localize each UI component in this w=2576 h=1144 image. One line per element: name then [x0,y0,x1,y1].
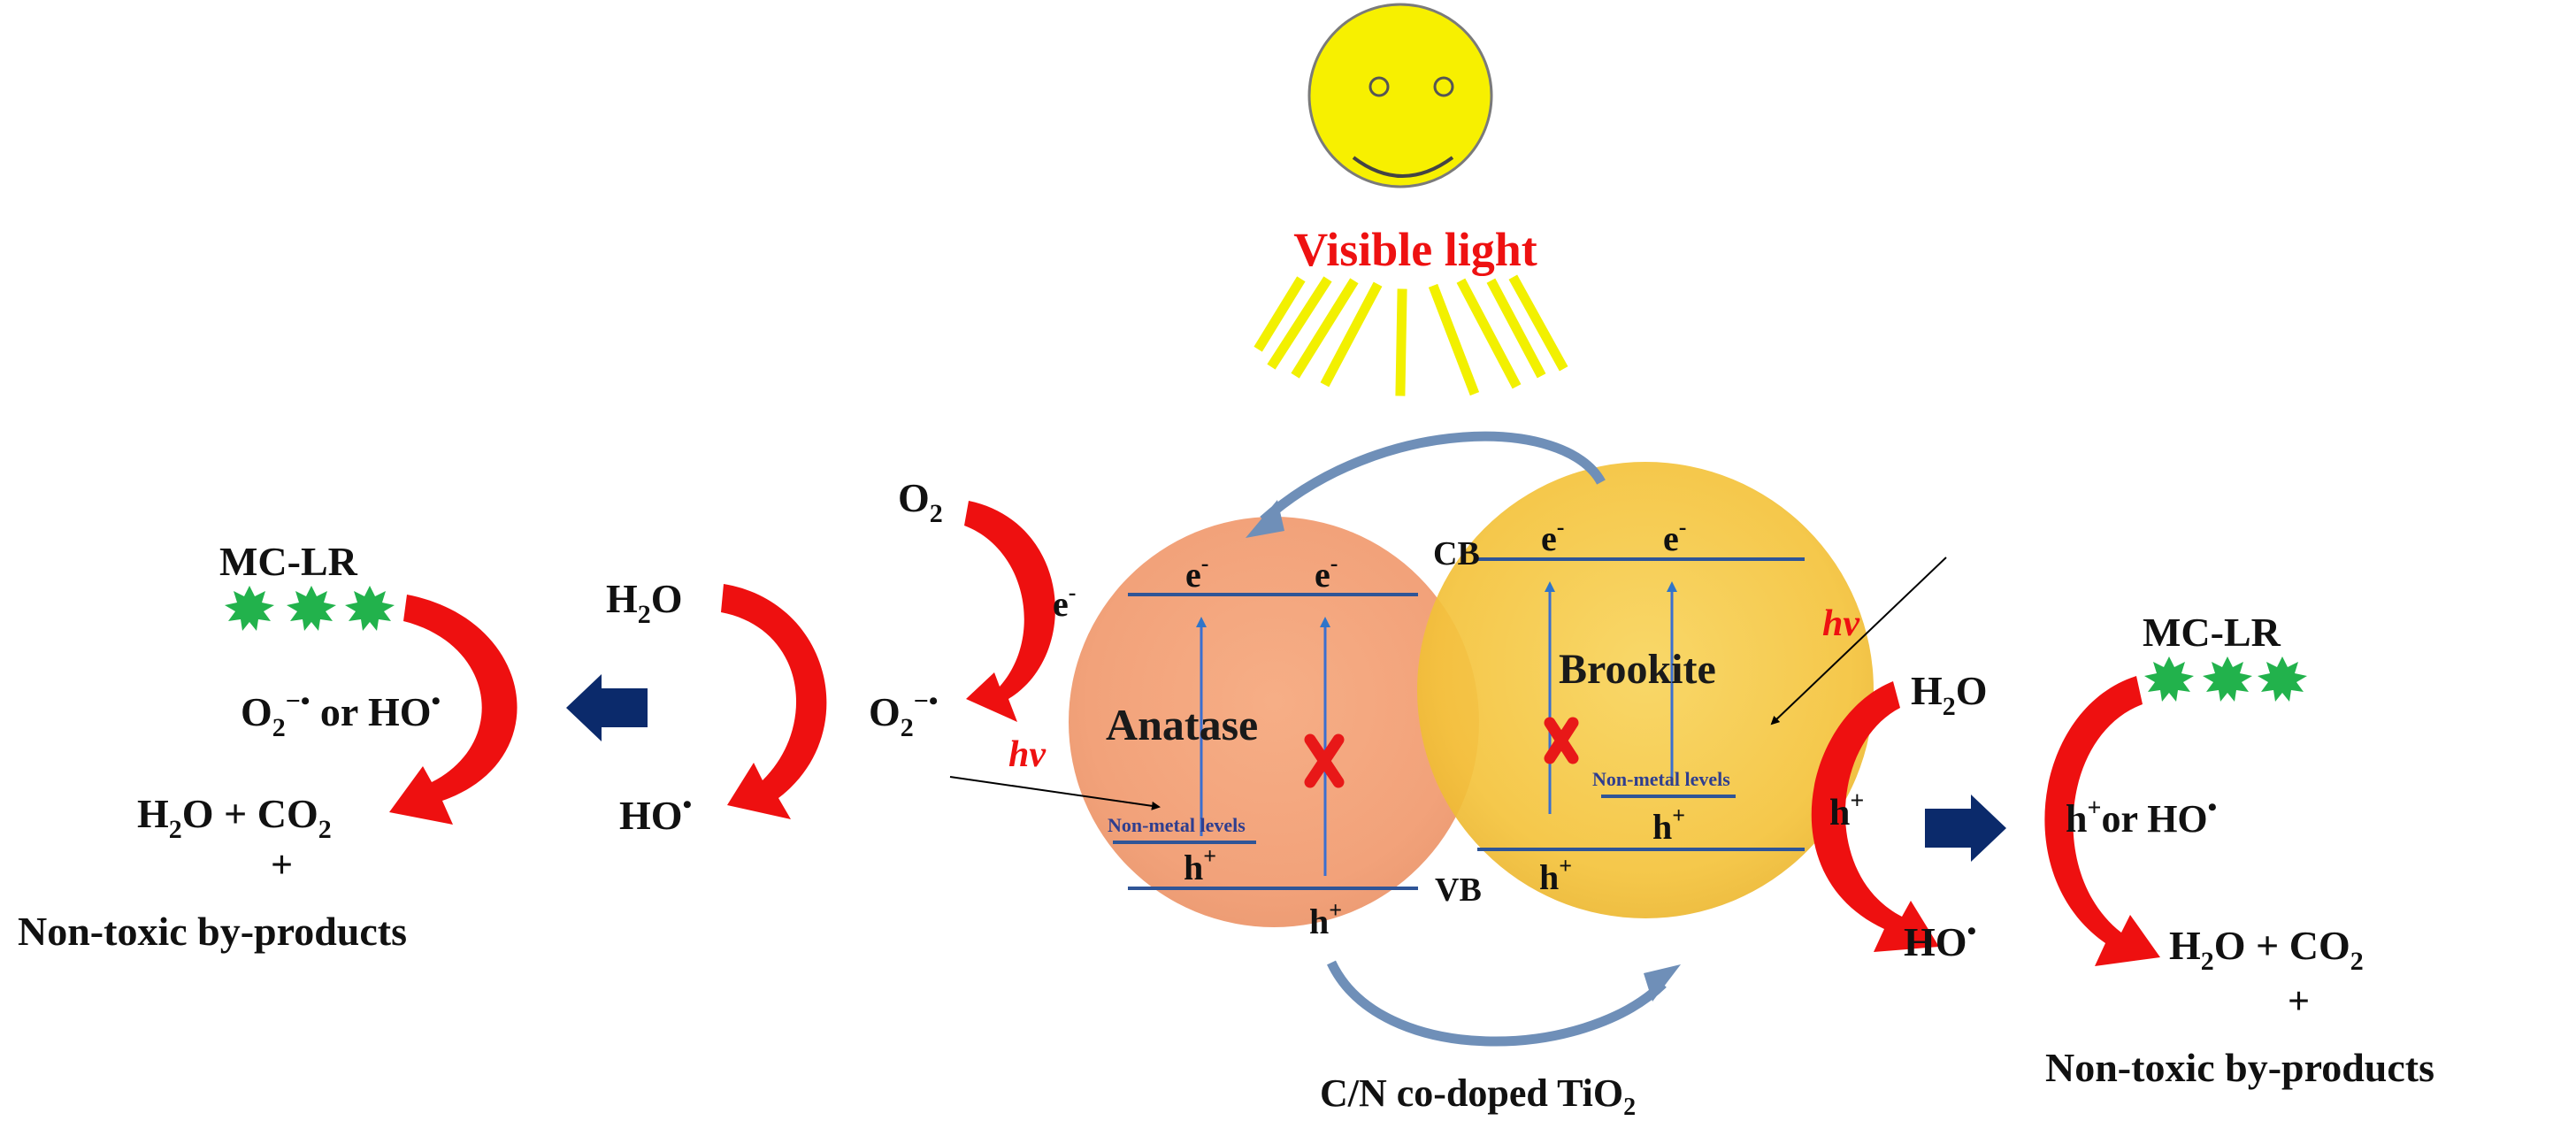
mclr-molecules-left [225,586,395,631]
cb-label: CB [1433,535,1480,572]
anatase-particle [1069,517,1479,927]
svg-text:h+: h+ [1652,802,1685,847]
o2-reduction-arrow [964,501,1055,722]
svg-text:h+: h+ [1184,843,1216,887]
electron-donor-label: e- [1053,580,1076,624]
navy-arrow-right [1925,795,2006,862]
hv-label-right: hν [1822,603,1860,644]
brookite-label: Brookite [1559,646,1716,693]
svg-text:e-: e- [1185,550,1208,595]
o2-label: O2 [898,475,943,528]
superoxide-label: O2−• [869,687,938,742]
oxidants-right-label: h+or HO• [2066,793,2217,841]
svg-text:e-: e- [1315,550,1338,595]
anatase-label: Anatase [1106,700,1258,749]
products-right-label: H2O + CO2 [2169,923,2364,976]
recombination-blocked-icon [1304,717,1579,788]
h2o-oxidation-arrow-left [721,584,827,819]
mclr-molecules-right [2144,656,2307,702]
svg-text:e-: e- [1541,514,1564,558]
hv-label-left: hν [1008,734,1046,775]
byproducts-left-label: Non-toxic by-products [18,909,407,954]
h2o-left-label: H2O [606,576,683,629]
ho-right-label: HO• [1904,917,1976,964]
hole-transfer-arrow [1327,960,1667,1047]
svg-text:h+: h+ [1309,897,1342,941]
radicals-left-label: O2−• or HO• [241,687,441,742]
visible-light-label: Visible light [1293,223,1537,276]
mclr-left-label: MC-LR [219,539,358,584]
plus-left: + [271,843,293,887]
excitation-arrows [1196,581,1677,876]
light-rays [1254,274,1568,396]
ho-left-label: HO• [619,790,692,838]
mclr-degradation-arrow-right [2044,676,2160,966]
catalyst-name: C/N co-doped TiO2 [1320,1071,1636,1121]
nonmetal-levels-label-anatase: Non-metal levels [1108,814,1246,836]
sun-icon [1307,3,1493,188]
svg-text:e-: e- [1663,514,1686,558]
svg-text:h+: h+ [1539,853,1572,897]
vb-label: VB [1435,871,1482,909]
holes: h+ h+ h+ h+ [1184,802,1685,941]
incident-light-arrow-right [1770,557,1947,726]
products-left-label: H2O + CO2 [137,791,332,844]
mclr-degradation-arrow-left [389,595,518,825]
electron-transfer-arrow [1260,431,1606,525]
hplus-right-label: h+ [1829,787,1864,833]
band-lines [1113,557,1805,890]
h2o-right-label: H2O [1911,668,1988,721]
byproducts-right-label: Non-toxic by-products [2045,1045,2434,1090]
plus-right: + [2288,979,2310,1023]
navy-arrow-left [566,674,648,741]
incident-light-arrow-left [949,776,1161,810]
h2o-oxidation-arrow-right [1811,681,1939,952]
mclr-right-label: MC-LR [2143,610,2281,655]
nonmetal-levels-label-brookite: Non-metal levels [1592,768,1730,790]
electrons: e- e- e- e- [1185,514,1686,595]
brookite-particle [1417,462,1874,918]
